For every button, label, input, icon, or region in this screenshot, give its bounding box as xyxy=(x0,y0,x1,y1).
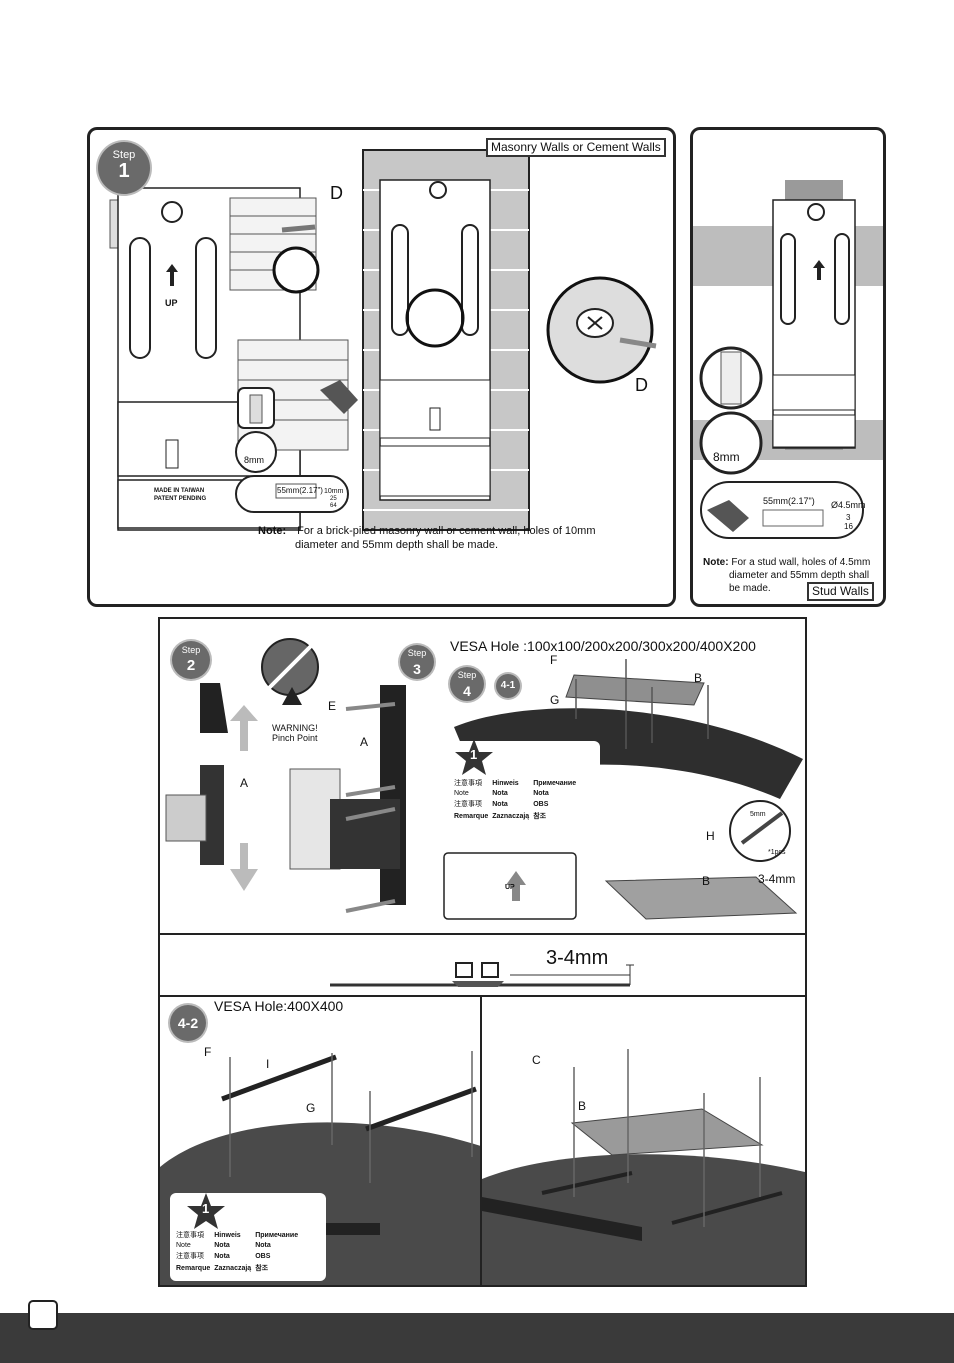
step4-2-part-b: B xyxy=(578,1099,587,1113)
hex-key-size: 5mm xyxy=(750,811,766,818)
steps-2-4-panel: Step 2 A WARNING! Pinch Point Step 3 E A… xyxy=(158,617,807,935)
gap-strip-label: 3-4mm xyxy=(546,947,609,969)
plate-text-patent: PATENT PENDING xyxy=(154,496,207,502)
stud-note-line2: diameter and 55mm depth shall xyxy=(729,570,870,581)
part-d-label-top: D xyxy=(330,183,343,203)
diameter-fraction-den: 64 xyxy=(330,503,337,509)
part-d-label-bottom: D xyxy=(635,375,648,395)
step4-2-right-illustration xyxy=(482,1049,805,1285)
stud-walls-panel: 8mm 55mm(2.17") Ø4.5mm 3 16 Note: For a … xyxy=(690,127,886,607)
stud-note-line3: be made. xyxy=(729,583,771,594)
step1-badge: Step 1 xyxy=(98,142,150,194)
step4-part-b-top: B xyxy=(694,671,703,685)
step4-2-part-c: C xyxy=(532,1053,541,1067)
step4-part-b-bottom: B xyxy=(702,874,711,888)
gap-strip-illustration xyxy=(330,962,634,987)
diameter-label: 10mm xyxy=(324,488,344,495)
stud-fraction-den: 16 xyxy=(844,522,853,531)
step1-note: Note: For a brick-piled masonry wall or … xyxy=(258,524,596,552)
note-line1: For a brick-piled masonry wall or cement… xyxy=(297,525,596,537)
page-number-box xyxy=(28,1300,58,1330)
stud-walls-illustration xyxy=(693,180,883,539)
note-line2: diameter and 55mm depth shall be made. xyxy=(295,539,499,551)
stud-note-label: Note: xyxy=(703,557,729,568)
step3-part-e: E xyxy=(328,699,337,713)
warning-line2: Pinch Point xyxy=(272,733,318,743)
star-icon xyxy=(455,739,493,775)
stud-walls-tag: Stud Walls xyxy=(807,582,874,601)
gap-strip-panel: 3-4mm xyxy=(158,933,807,997)
step4-2-part-g: G xyxy=(306,1101,316,1115)
step4-2-badge: 4-2 xyxy=(170,1005,206,1041)
step4-part-f: F xyxy=(550,653,558,667)
step3-badge: Step 3 xyxy=(400,645,434,679)
wrench-size-label: 8mm xyxy=(244,455,264,465)
steps-2-4-illustration xyxy=(165,638,803,920)
step4-part-h: H xyxy=(706,829,715,843)
step1-illustration xyxy=(109,149,657,531)
plate-up-label: UP xyxy=(165,298,178,308)
star-number: 1 xyxy=(470,747,478,762)
step3-part-a: A xyxy=(360,735,369,749)
plate-up-label-4: UP xyxy=(505,884,515,891)
step4-1-badge: 4-1 xyxy=(496,674,520,698)
vesa-title-4-1: VESA Hole :100x100/200x200/300x200/400X2… xyxy=(450,638,756,654)
stud-wrench-size: 8mm xyxy=(713,450,740,464)
warning-line1: WARNING! xyxy=(272,723,318,733)
step4-badge: Step 4 xyxy=(450,667,484,701)
star-icon xyxy=(187,1193,225,1229)
note-label: Note: xyxy=(258,525,287,537)
masonry-walls-tag: Masonry Walls or Cement Walls xyxy=(486,138,666,157)
step4-2-right-panel: C B xyxy=(480,995,807,1287)
diameter-fraction-num: 25 xyxy=(330,496,337,502)
stud-note: Note: For a stud wall, holes of 4.5mm di… xyxy=(703,556,870,595)
step2-part-a: A xyxy=(240,776,249,790)
step4-2-part-f: F xyxy=(204,1045,212,1059)
plate-text-made-in: MADE IN TAIWAN xyxy=(154,488,205,494)
stud-depth-label: 55mm(2.17") xyxy=(763,496,815,506)
stud-note-line1: For a stud wall, holes of 4.5mm xyxy=(731,557,871,568)
star-number: 1 xyxy=(202,1201,210,1216)
hex-key-count: *1pcs xyxy=(768,849,786,856)
stud-diameter-label: Ø4.5mm xyxy=(831,500,866,510)
step4-2-part-i: I xyxy=(266,1057,270,1071)
stud-fraction-num: 3 xyxy=(846,513,851,522)
step4-gap-label: 3-4mm xyxy=(758,872,796,886)
step2-badge: Step 2 xyxy=(172,641,210,679)
depth-label: 55mm(2.17") xyxy=(277,486,323,495)
vesa-title-4-2: VESA Hole:400X400 xyxy=(214,998,344,1014)
step1-panel: Step 1 D D Masonry Walls or Cement Walls… xyxy=(87,127,676,607)
footer-bar xyxy=(0,1313,954,1363)
step4-part-g: G xyxy=(550,693,560,707)
